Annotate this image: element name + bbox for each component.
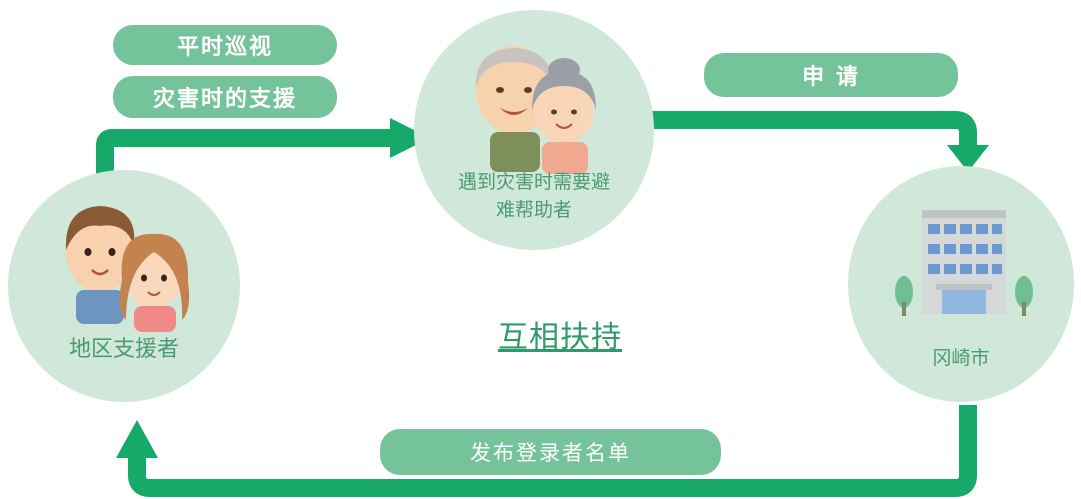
patrol-pill: 平时巡视 — [113, 25, 337, 65]
center-title: 互相扶持 — [498, 320, 622, 355]
arrow-supporter-to-needs-help — [96, 129, 400, 200]
apply-pill: 申 请 — [704, 53, 958, 97]
publish-list-label: 发布登录者名单 — [470, 441, 631, 465]
disaster-support-pill: 灾害时的支援 — [113, 76, 337, 118]
patrol-label: 平时巡视 — [176, 35, 273, 60]
local-supporter-label: 地区支援者 — [68, 337, 179, 362]
arrowhead-down-right — [947, 145, 989, 172]
city-label: 冈崎市 — [932, 347, 990, 369]
publish-list-pill: 发布登录者名单 — [380, 429, 721, 475]
arrowhead-right-top — [390, 118, 430, 158]
arrowhead-up-left — [116, 420, 158, 458]
arrow-needs-help-to-city — [650, 111, 977, 150]
city-hall-building-icon — [895, 210, 1033, 316]
arrow-city-to-supporter — [128, 405, 977, 497]
apply-label: 申 请 — [802, 65, 860, 90]
elderly-couple-icon — [475, 46, 596, 174]
needs-help-label-line2: 难帮助者 — [495, 199, 572, 221]
young-couple-icon — [65, 206, 190, 332]
city-circle: 冈崎市 — [848, 166, 1074, 402]
disaster-support-label: 灾害时的支援 — [152, 87, 297, 112]
needs-help-label-line1: 遇到灾害时需要避 — [457, 171, 610, 193]
local-supporter-circle: 地区支援者 — [8, 170, 240, 402]
needs-help-circle: 遇到灾害时需要避 难帮助者 — [414, 10, 654, 250]
needs-help-label: 遇到灾害时需要避 难帮助者 — [414, 168, 654, 224]
